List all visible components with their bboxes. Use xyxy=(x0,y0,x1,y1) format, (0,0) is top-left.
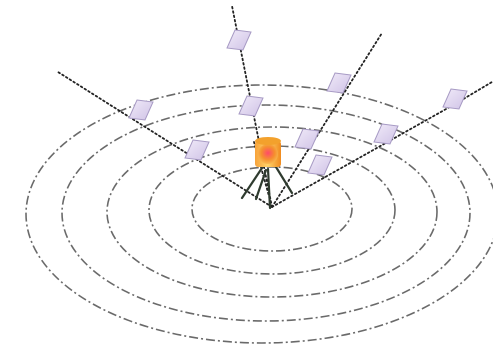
reflector-tile-icon xyxy=(185,140,209,160)
reflector-tile-icon xyxy=(327,73,351,93)
reflector-tile-icon xyxy=(308,155,332,175)
reflector-tile-icon xyxy=(227,30,251,50)
sensor-top xyxy=(255,137,281,145)
signal-rays xyxy=(58,6,492,207)
reflector-targets xyxy=(129,30,467,175)
range-rings xyxy=(26,85,493,343)
reflector-tile-icon xyxy=(443,89,467,109)
signal-ray-left xyxy=(58,72,272,207)
reflector-tile-icon xyxy=(374,124,398,144)
range-ring-1 xyxy=(192,167,352,251)
reflector-tile-icon xyxy=(295,129,319,149)
range-ring-5 xyxy=(26,85,493,343)
reflector-tile-icon xyxy=(129,100,153,120)
reflector-tile-icon xyxy=(239,96,263,116)
sensor-glow xyxy=(258,144,278,164)
signal-ray-up-right xyxy=(272,33,382,207)
